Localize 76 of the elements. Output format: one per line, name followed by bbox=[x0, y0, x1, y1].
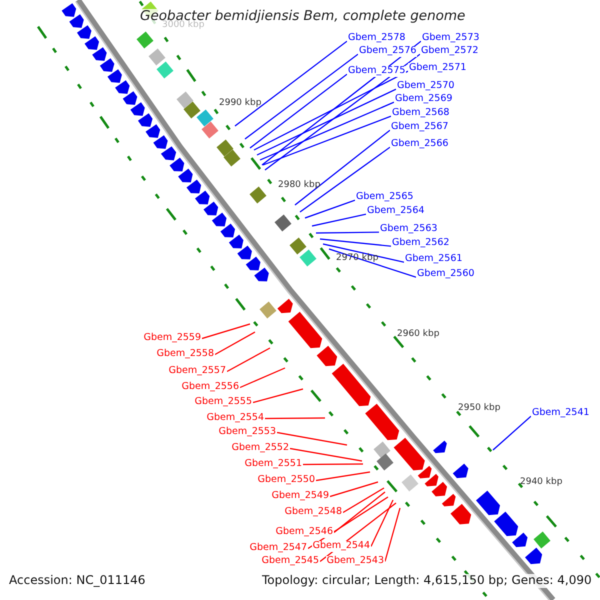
gene-label: Gbem_2575 bbox=[347, 66, 406, 77]
gene-label: Gbem_2560 bbox=[416, 269, 476, 280]
leader-line bbox=[322, 243, 404, 263]
leader-line bbox=[226, 347, 270, 372]
gene-label: Gbem_2556 bbox=[180, 382, 240, 393]
gene-label: Gbem_2541 bbox=[531, 408, 590, 419]
leader-line bbox=[328, 248, 416, 278]
gene-label: Gbem_2548 bbox=[284, 507, 343, 518]
leader-line bbox=[244, 54, 358, 140]
leader-line bbox=[252, 388, 304, 404]
leader-line bbox=[276, 432, 348, 446]
scale-label: 2950 kbp bbox=[458, 403, 500, 414]
leader-line bbox=[320, 238, 392, 247]
footer-text: Topology: circular; Length: 4,615,150 bp; Genes: 4,090 bbox=[262, 574, 592, 588]
scale-label: 2990 kbp bbox=[219, 98, 262, 108]
gene-label: Gbem_2543 bbox=[326, 556, 385, 567]
gene-label: Gbem_2576 bbox=[358, 46, 418, 57]
leader-line bbox=[316, 471, 370, 482]
gene-label: Gbem_2558 bbox=[156, 349, 215, 360]
leader-line bbox=[384, 508, 401, 562]
gene-label: Gbem_2568 bbox=[391, 108, 450, 119]
leader-line bbox=[294, 130, 390, 206]
gene-label: Gbem_2567 bbox=[390, 122, 450, 133]
gene-label: Gbem_2565 bbox=[355, 192, 414, 203]
leader-line bbox=[300, 146, 390, 212]
leader-line bbox=[214, 331, 256, 356]
leader-line bbox=[334, 492, 386, 533]
gene-label: Gbem_2544 bbox=[312, 541, 371, 552]
gene-label: Gbem_2570 bbox=[396, 81, 456, 92]
scale-label: 2940 kbp bbox=[520, 477, 562, 488]
gene-label: Gbem_2546 bbox=[274, 527, 334, 538]
gene-label: Gbem_2547 bbox=[248, 543, 308, 554]
scale-label: 2980 kbp bbox=[278, 180, 320, 190]
gene-label: Gbem_2549 bbox=[270, 491, 330, 502]
leader-line bbox=[492, 416, 532, 450]
gene-label: Gbem_2571 bbox=[408, 63, 468, 74]
leader-line bbox=[234, 40, 348, 126]
gene-label: Gbem_2572 bbox=[420, 46, 480, 57]
gene-label: Gbem_2561 bbox=[404, 254, 464, 265]
leader-line bbox=[303, 463, 363, 466]
gene-label: Gbem_2569 bbox=[394, 94, 454, 105]
leader-line bbox=[304, 200, 356, 219]
gene-label: Gbem_2559 bbox=[142, 333, 202, 344]
leader-line bbox=[316, 232, 379, 234]
gene-label: Gbem_2564 bbox=[366, 206, 426, 217]
gene-label: Gbem_2562 bbox=[391, 238, 450, 249]
leader-line bbox=[370, 500, 394, 547]
scale-label: 3000 kbp bbox=[162, 20, 204, 30]
gene-label: Gbem_2573 bbox=[421, 33, 480, 44]
leader-line bbox=[265, 417, 325, 420]
leader-line bbox=[256, 88, 396, 156]
footer-text: Accession: NC_011146 bbox=[9, 574, 146, 588]
scale-label: 2970 kbp bbox=[336, 253, 378, 264]
leader-line bbox=[262, 116, 392, 166]
gene-label: Gbem_2554 bbox=[206, 413, 265, 424]
leader-line bbox=[290, 448, 362, 462]
gene-label: Gbem_2578 bbox=[347, 33, 406, 44]
leader-line bbox=[264, 54, 420, 170]
gene-label: Gbem_2545 bbox=[260, 556, 320, 567]
gene-label: Gbem_2552 bbox=[230, 443, 290, 454]
gene-label: Gbem_2555 bbox=[194, 397, 253, 408]
gene-label: Gbem_2551 bbox=[244, 459, 303, 470]
gene-label: Gbem_2566 bbox=[390, 139, 450, 150]
leader-line bbox=[330, 481, 378, 498]
leader-line bbox=[342, 487, 384, 514]
gene-label: Gbem_2563 bbox=[379, 224, 438, 235]
gene-label: Gbem_2553 bbox=[218, 427, 277, 438]
gene-label: Gbem_2550 bbox=[256, 475, 316, 486]
scale-label: 2960 kbp bbox=[397, 329, 440, 340]
leader-line bbox=[202, 323, 250, 340]
leader-line bbox=[312, 214, 366, 227]
leader-line bbox=[250, 74, 348, 148]
leader-line bbox=[240, 367, 286, 388]
gene-label: Gbem_2557 bbox=[168, 366, 227, 377]
leader-line bbox=[260, 102, 394, 161]
leader-line bbox=[254, 70, 408, 151]
